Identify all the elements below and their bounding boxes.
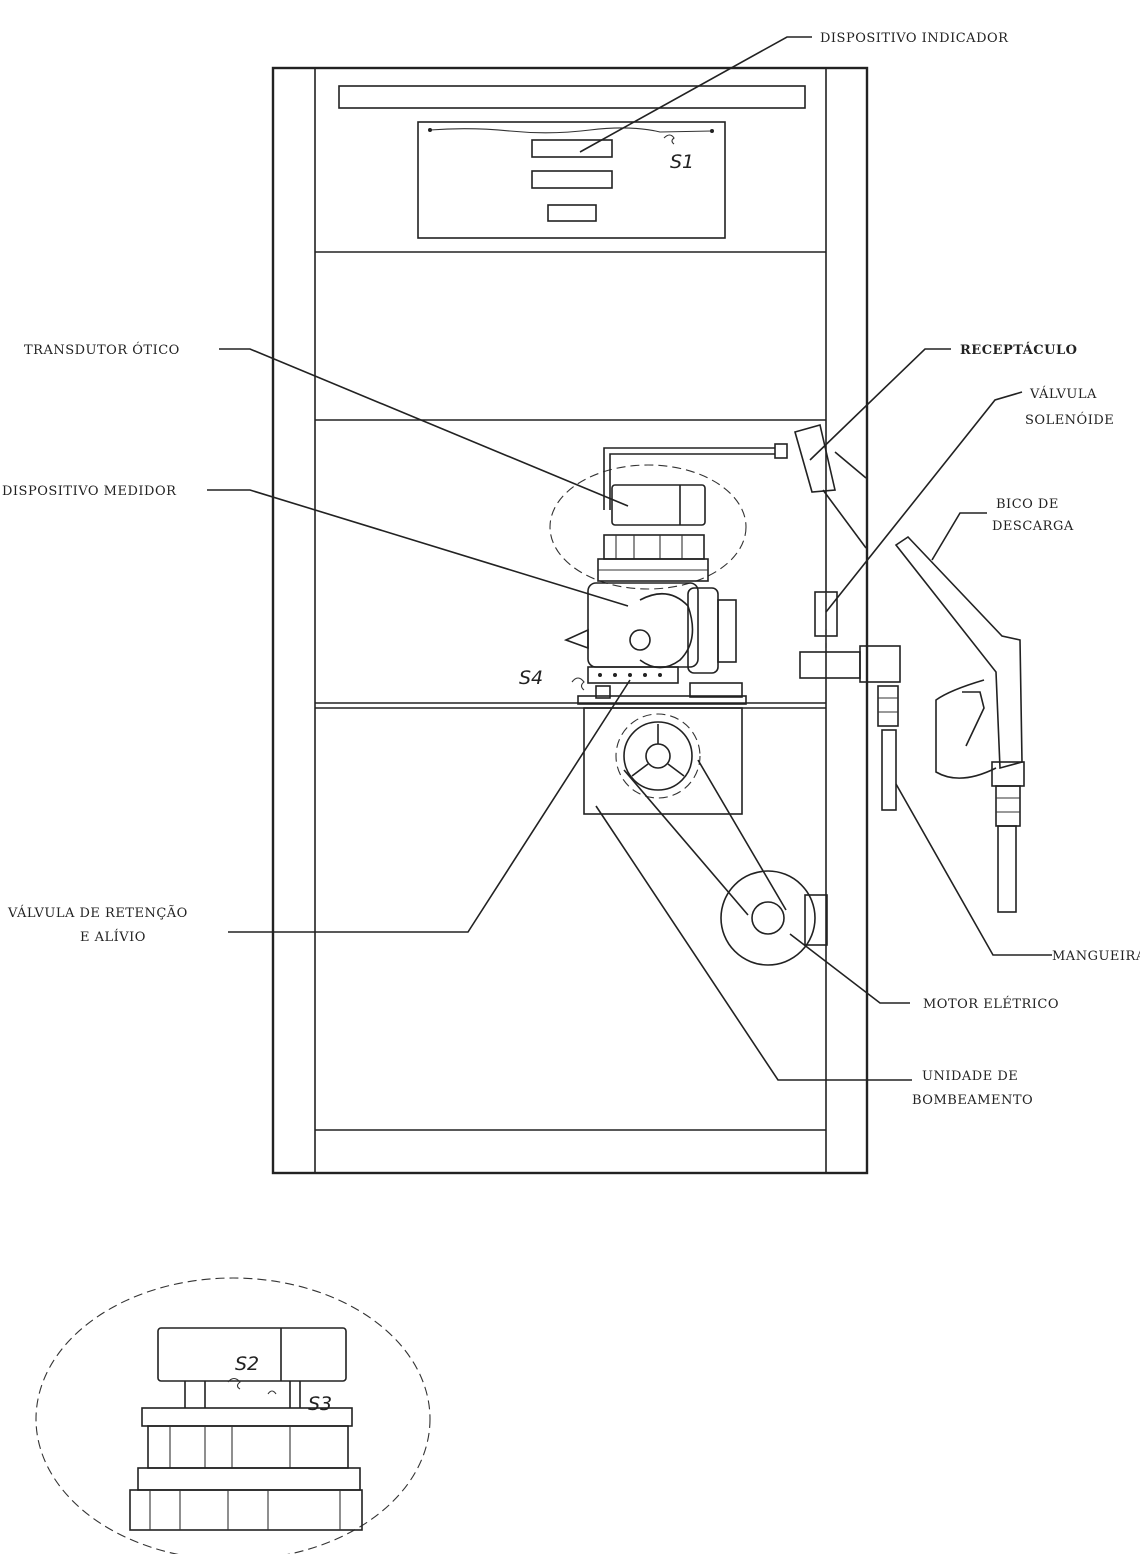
- label-transdutor-otico: TRANSDUTOR ÓTICO: [24, 341, 180, 358]
- sensor-tag-s1: S1: [670, 151, 694, 173]
- label-valvula-retencao-line2: E ALÍVIO: [80, 929, 146, 945]
- label-dispositivo-medidor: DISPOSITIVO MEDIDOR: [2, 484, 177, 499]
- label-unidade-line2: BOMBEAMENTO: [912, 1093, 1033, 1108]
- label-bico-line2: DESCARGA: [992, 519, 1074, 534]
- label-bico-line1: BICO DE: [996, 497, 1059, 512]
- meter-assembly: [549, 443, 788, 705]
- label-valvula-solenoide-line1: VÁLVULA: [1029, 386, 1097, 402]
- pump-unit: [583, 707, 743, 815]
- labels: DISPOSITIVO INDICADOR TRANSDUTOR ÓTICO D…: [2, 31, 1140, 1415]
- dispenser-cabinet: [271, 66, 869, 1175]
- label-dispositivo-indicador: DISPOSITIVO INDICADOR: [820, 31, 1009, 46]
- label-valvula-retencao-line1: VÁLVULA DE RETENÇÃO: [7, 905, 188, 921]
- nozzle-and-hose: [894, 535, 1025, 913]
- sensor-tag-s3: S3: [308, 1393, 332, 1415]
- sensor-tag-s4: S4: [519, 667, 543, 689]
- sensor-tag-s2: S2: [235, 1353, 259, 1375]
- display-panel: [338, 85, 806, 239]
- label-mangueira: MANGUEIRA: [1052, 949, 1140, 964]
- belt-and-motor: [623, 759, 828, 966]
- label-receptaculo: RECEPTÁCULO: [960, 342, 1077, 358]
- label-unidade-line1: UNIDADE DE: [922, 1069, 1018, 1084]
- solenoid-and-receptacle: [794, 424, 901, 811]
- label-motor-eletrico: MOTOR ELÉTRICO: [923, 996, 1059, 1012]
- label-valvula-solenoide-line2: SOLENÓIDE: [1025, 411, 1114, 428]
- leader-lines: [207, 36, 1052, 1081]
- detail-inset: [35, 1277, 431, 1554]
